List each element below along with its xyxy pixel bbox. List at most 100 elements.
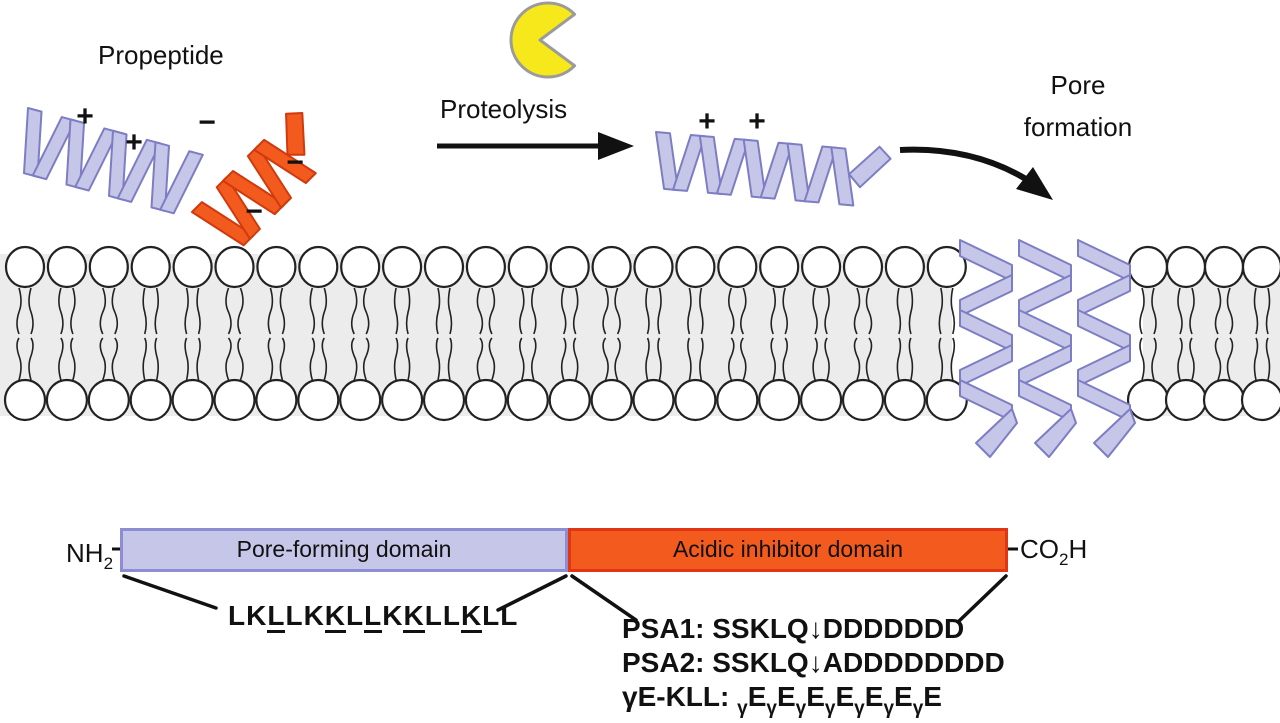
lipid-head [1240, 378, 1280, 422]
propeptide-helix-graphic [22, 107, 204, 215]
lipid-head [841, 378, 885, 422]
construct-EKLL: γE-KLL: γEγEγEγEγEγEγE [622, 680, 1005, 719]
lipid-head [591, 245, 632, 289]
acidic-inhibitor-domain-box: Acidic inhibitor domain [568, 528, 1008, 572]
minus-charge-1: − [198, 106, 216, 139]
residue-13: K [460, 601, 483, 634]
acidic-domain-label: Acidic inhibitor domain [672, 536, 904, 562]
lipid-head [87, 378, 130, 422]
residue-1: L [228, 600, 247, 631]
pore-forming-domain-box: Pore-forming domain [120, 528, 568, 572]
sequence-part: SSKLQ [712, 647, 809, 678]
construct-PSA1: PSA1: SSKLQ↓DDDDDDD [622, 612, 1005, 646]
protease-pacman-icon [509, 1, 577, 79]
gamma-subscript: γ [912, 698, 924, 719]
lipid-head [423, 245, 465, 289]
lipid-head [632, 378, 675, 422]
sequence-part: ↓ [808, 613, 823, 644]
inhibitor-helix-graphic [191, 112, 317, 247]
plus-charge-3: + [698, 105, 716, 138]
plus-charge-1: + [76, 100, 94, 133]
gamma-subscript: γ [854, 698, 865, 719]
lipid-head [507, 245, 548, 289]
lipid-head [633, 245, 674, 289]
sequence-part: E [747, 681, 767, 712]
residue-6: K [324, 601, 347, 634]
residue-14: L [482, 600, 501, 631]
pore-formation-arrow [899, 146, 1053, 200]
gamma-subscript: γ [737, 698, 748, 719]
lipid-head [382, 245, 423, 289]
n-terminus-label: NH2 [66, 538, 113, 573]
lipid-head [1165, 245, 1207, 289]
lipid-head [464, 378, 507, 422]
residue-2: K [246, 600, 268, 631]
n-terminus-main: NH [66, 538, 104, 568]
lipid-head [340, 245, 381, 289]
c-terminus-label: CO2H [1020, 534, 1088, 569]
lipid-head [213, 378, 256, 422]
lipid-head [1202, 378, 1246, 422]
gamma-subscript: γ [766, 698, 777, 719]
plus-charge-2: + [125, 126, 143, 159]
lipid-head [1126, 378, 1170, 422]
construct-PSA2: PSA2: SSKLQ↓ADDDDDDDD [622, 646, 1005, 680]
lipid-head [883, 378, 927, 422]
pore-formation-line2: formation [1023, 112, 1133, 142]
gamma-subscript: γ [795, 698, 807, 719]
lipid-head [799, 378, 843, 422]
lipid-head [171, 378, 214, 422]
lipid-head [800, 245, 842, 289]
residue-8: L [364, 601, 383, 634]
lipid-head [1241, 245, 1280, 289]
sequence-part: E [923, 681, 942, 712]
lipid-head [842, 245, 884, 289]
sequence-part: ADDDDDDDD [822, 647, 1005, 678]
propeptide-label: Propeptide [98, 40, 224, 70]
gamma-subscript: γ [883, 698, 895, 719]
lipid-head [297, 378, 340, 422]
residue-3: L [267, 601, 286, 634]
lipid-head [4, 245, 46, 289]
lipid-head [3, 378, 47, 422]
sequence-part: DDDDDDD [822, 613, 965, 644]
lipid-head [926, 245, 967, 289]
sequence-part: SSKLQ [712, 613, 809, 644]
lipid-head [1127, 245, 1169, 289]
sequence-part: E [776, 681, 796, 712]
lipid-head [1164, 378, 1208, 422]
lipid-head [255, 378, 298, 422]
pore-formation-label: Pore formation [988, 64, 1168, 148]
sequence-part: E [806, 681, 825, 712]
sequence-part: E [864, 681, 884, 712]
pore-forming-sequence: LKLLKKLLKKLLKLL [228, 600, 519, 634]
minus-charge-2: − [286, 146, 304, 179]
residue-4: L [285, 600, 304, 631]
lipid-head [339, 378, 382, 422]
lipid-head [130, 245, 171, 289]
lipid-head [172, 245, 213, 289]
residue-11: L [424, 600, 443, 631]
lipid-head [88, 245, 129, 289]
construct-label: γE-KLL: [622, 681, 738, 712]
lipid-head [214, 245, 255, 289]
callout-line-3 [570, 574, 638, 622]
callout-lines [112, 547, 1018, 624]
residue-9: K [382, 600, 404, 631]
lipid-head [549, 245, 590, 289]
plus-charge-4: + [748, 105, 766, 138]
residue-12: L [442, 600, 461, 631]
residue-5: K [303, 600, 325, 631]
pore-helices-graphic [959, 239, 1136, 458]
residue-15: L [500, 600, 519, 631]
c-terminus-post: H [1068, 534, 1088, 564]
proteolysis-label: Proteolysis [440, 94, 568, 124]
lipid-head [465, 245, 506, 289]
callout-line-4 [956, 574, 1008, 624]
lipid-head [46, 245, 88, 289]
construct-label: PSA2: [622, 647, 713, 678]
lipid-head [506, 378, 549, 422]
